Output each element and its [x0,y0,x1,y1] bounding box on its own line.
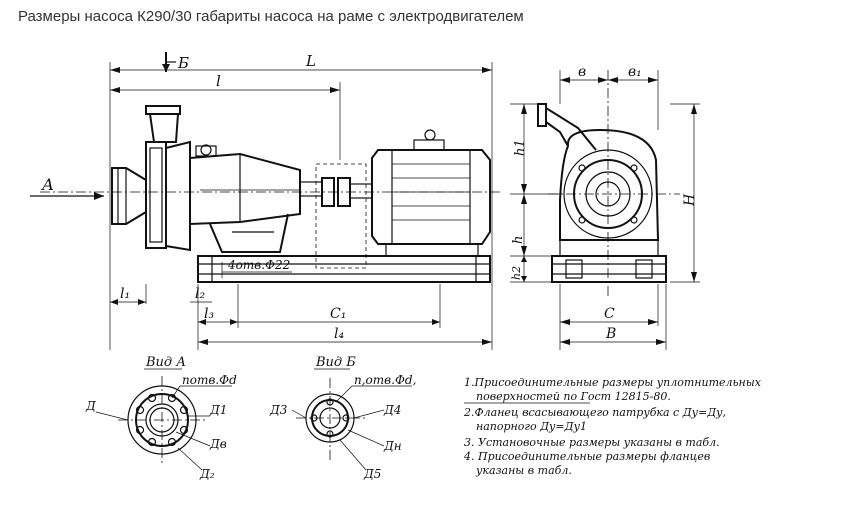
note-line: 4. Присоединительные размеры фланцев [463,450,710,463]
view-b-marker: Б [177,54,189,72]
dim-c1-label: C₁ [330,306,346,322]
dim-L-label: L [305,52,316,70]
coupling [315,163,373,269]
view-a-holes: nотв.Фd [182,373,237,387]
note-line: 1.Присоединительные размеры уплотнительн… [464,376,762,389]
view-b-holes: n,отв.Фd, [354,373,416,387]
view-a: Вид А nотв.Фd Д Д1 Дв Д₂ [85,355,237,481]
pump-side-view [111,105,323,253]
dim-c-label: C [604,306,615,322]
dim-b-label: в [578,64,586,80]
view-b-d4: Д4 [383,403,401,417]
dim-H-label: H [682,193,698,207]
front-dimensions: в в₁ h1 h h2 H C B [510,64,700,350]
dim-b1-label: в₁ [628,64,642,80]
view-b-d3: Д3 [269,403,288,417]
dim-h1-label: h1 [513,139,528,156]
base-frame [197,255,491,283]
dim-h2-label: h2 [510,266,523,280]
dim-l-label: l [216,72,221,90]
view-b-dn: Дн [383,439,402,453]
dim-l2-label: l₂ [195,286,205,302]
side-dimensions: L l l₁ l₂ l₃ C₁ l₄ 4отв.Ф22 [109,52,493,350]
note-line: указаны в табл. [475,464,572,477]
note-line: напорного Ду=Ду1 [476,420,587,433]
view-a-dv: Дв [209,437,227,451]
view-a-title: Вид А [145,355,186,370]
holes-note: 4отв.Ф22 [227,258,290,272]
view-a-d1: Д1 [209,403,227,417]
view-b-d5: Д5 [363,467,381,481]
view-a-d2: Д₂ [199,467,215,481]
view-b: Вид Б n,отв.Фd, Д3 Д4 Дн Д5 [269,355,416,481]
view-b-title: Вид Б [315,355,356,370]
view-a-d: Д [85,399,96,413]
electric-motor [371,129,491,257]
note-line: 2.Фланец всасывающего патрубка с Ду=Ду, [463,406,726,419]
dim-l3-label: l₃ [204,306,214,322]
dim-l1-label: l₁ [120,286,130,302]
dim-h-label: h [511,236,526,244]
note-line: 3. Установочные размеры указаны в табл. [464,436,720,449]
notes: 1.Присоединительные размеры уплотнительн… [463,376,762,477]
arrow-a-label: А [41,175,54,194]
dim-l4-label: l₄ [334,326,344,342]
page-title: Размеры насоса К290/30 габариты насоса н… [18,8,524,25]
note-line: поверхностей по Гост 12815-80. [476,390,671,403]
pump-front-view [537,70,680,298]
dim-B-label: B [605,326,616,342]
